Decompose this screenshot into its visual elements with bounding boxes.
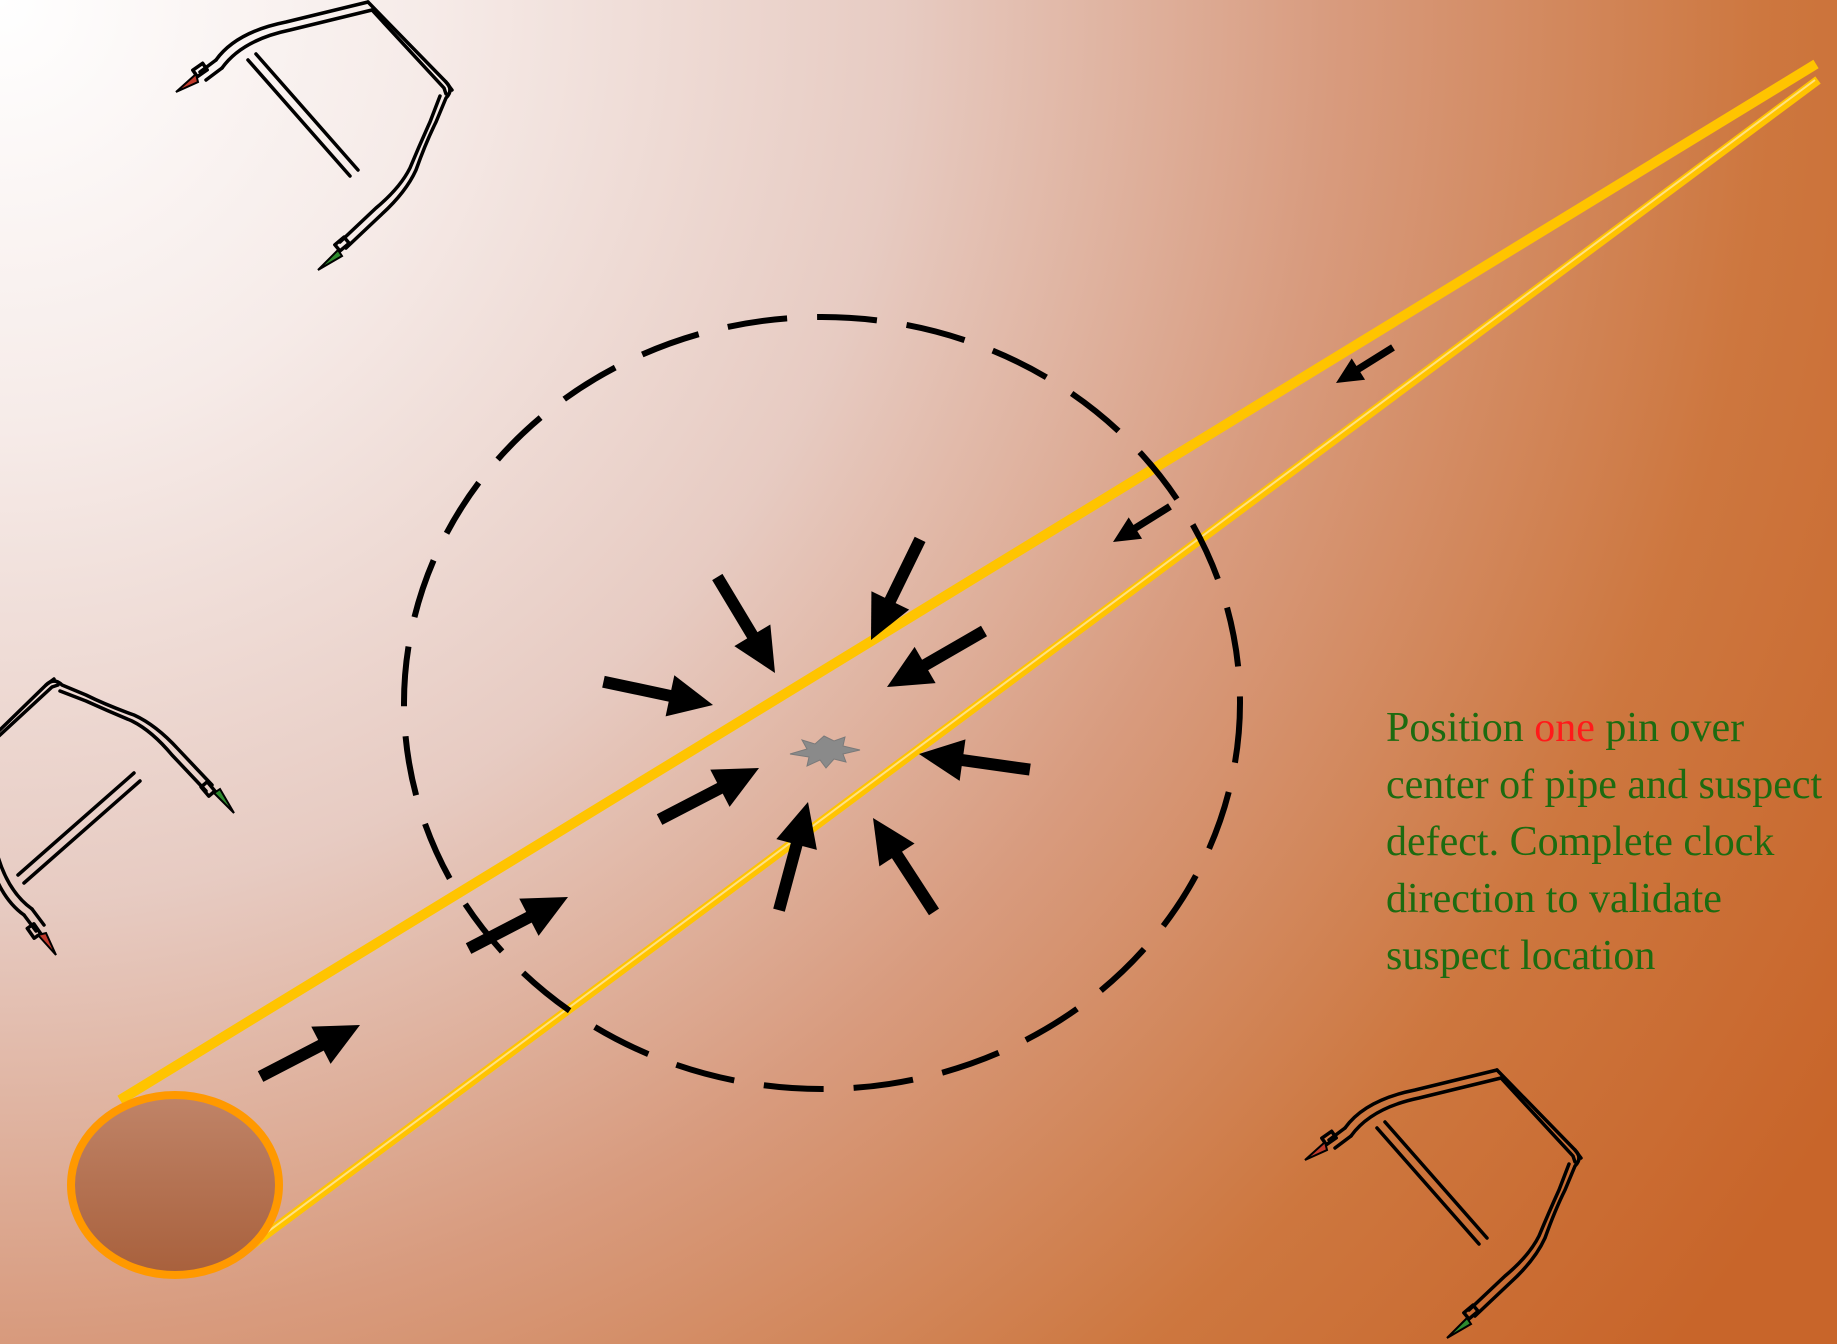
- instruction-text-before: Position: [1386, 705, 1534, 751]
- instruction-highlight-word: one: [1534, 705, 1595, 751]
- instruction-text: Position one pin over center of pipe and…: [1386, 700, 1826, 985]
- pipe-end-cross-section: [71, 1095, 279, 1275]
